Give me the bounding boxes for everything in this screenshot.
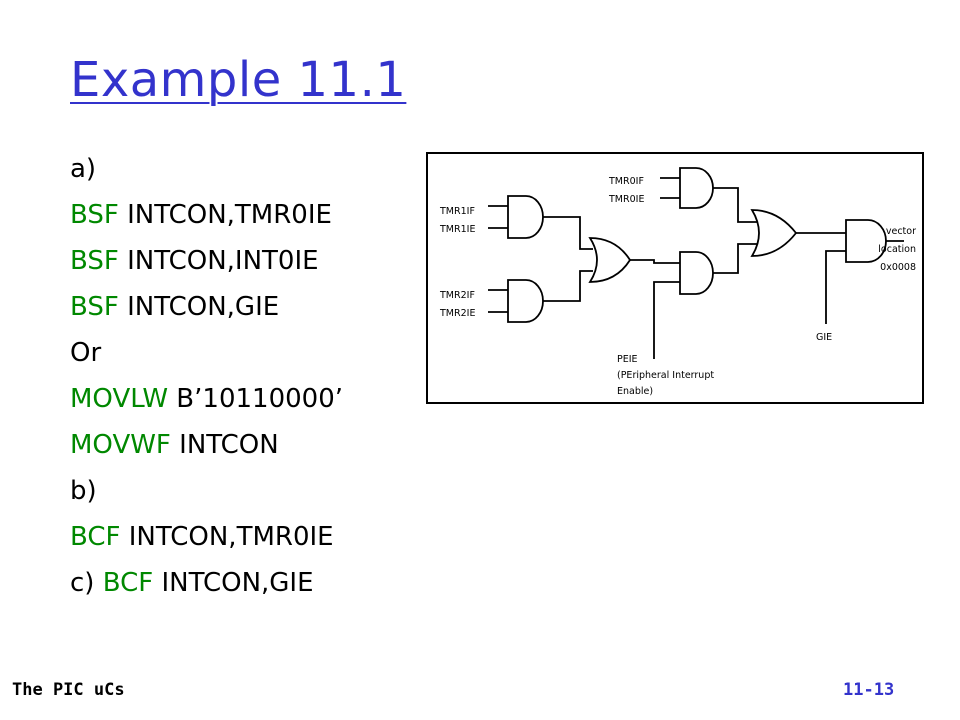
- label-tmr1if: TMR1IF: [439, 206, 475, 217]
- instruction-keyword: BCF: [70, 522, 121, 552]
- instruction-operand: INTCON,TMR0IE: [120, 522, 334, 552]
- instruction-keyword: BSF: [70, 200, 119, 230]
- interrupt-logic-diagram: TMR0IF TMR0IE TMR1IF TMR1IE TMR2IF TMR2I…: [426, 152, 924, 404]
- and-gate-output: [845, 219, 887, 263]
- code-line: MOVLW B’10110000’: [70, 376, 343, 422]
- label-tmr0ie: TMR0IE: [608, 194, 644, 205]
- line-prefix: b): [70, 476, 97, 506]
- instruction-operand: INTCON,INT0IE: [118, 246, 319, 276]
- line-prefix: Or: [70, 338, 102, 368]
- label-tmr2if: TMR2IF: [439, 290, 475, 301]
- code-line: a): [70, 146, 343, 192]
- code-line: c) BCF INTCON,GIE: [70, 560, 343, 606]
- label-peie: PEIE: [617, 354, 638, 365]
- or-gate-main: [750, 209, 798, 257]
- code-line: Or: [70, 330, 343, 376]
- instruction-keyword: MOVWF: [70, 430, 171, 460]
- code-line: MOVWF INTCON: [70, 422, 343, 468]
- code-line: b): [70, 468, 343, 514]
- code-lines: a) BSF INTCON,TMR0IE BSF INTCON,INT0IE B…: [70, 146, 343, 606]
- instruction-keyword: MOVLW: [70, 384, 169, 414]
- and-gate-peie: [679, 251, 714, 295]
- footer-slide-number: 11-13: [843, 680, 895, 700]
- instruction-keyword: BSF: [70, 246, 119, 276]
- label-tmr2ie: TMR2IE: [439, 308, 475, 319]
- and-gate-tmr0: [679, 167, 714, 209]
- instruction-operand: INTCON,GIE: [118, 292, 280, 322]
- label-tmr0if: TMR0IF: [608, 176, 644, 187]
- or-gate-peripheral: [588, 237, 632, 283]
- slide-title: Example 11.1: [70, 52, 407, 108]
- footer-course-name: The PIC uCs: [12, 680, 125, 700]
- wires: [488, 177, 904, 359]
- label-peie-enable: Enable): [617, 386, 653, 397]
- logic-gate-schematic: TMR0IF TMR0IE TMR1IF TMR1IE TMR2IF TMR2I…: [439, 167, 916, 397]
- code-line: BSF INTCON,TMR0IE: [70, 192, 343, 238]
- instruction-keyword: BCF: [102, 568, 154, 598]
- label-vector: vector: [886, 226, 916, 237]
- label-gie: GIE: [816, 332, 832, 343]
- and-gate-tmr2: [507, 279, 544, 323]
- instruction-operand: INTCON: [170, 430, 279, 460]
- instruction-keyword: BSF: [70, 292, 119, 322]
- label-address: 0x0008: [880, 262, 916, 273]
- and-gate-tmr1: [507, 195, 544, 239]
- code-line: BSF INTCON,GIE: [70, 284, 343, 330]
- instruction-operand: B’10110000’: [168, 384, 344, 414]
- line-prefix: a): [70, 154, 97, 184]
- line-prefix: c): [70, 568, 103, 598]
- code-line: BCF INTCON,TMR0IE: [70, 514, 343, 560]
- label-tmr1ie: TMR1IE: [439, 224, 475, 235]
- instruction-operand: INTCON,GIE: [153, 568, 314, 598]
- label-location: location: [878, 244, 916, 255]
- code-line: BSF INTCON,INT0IE: [70, 238, 343, 284]
- label-peie-desc: (PEripheral Interrupt: [617, 370, 714, 381]
- instruction-operand: INTCON,TMR0IE: [118, 200, 332, 230]
